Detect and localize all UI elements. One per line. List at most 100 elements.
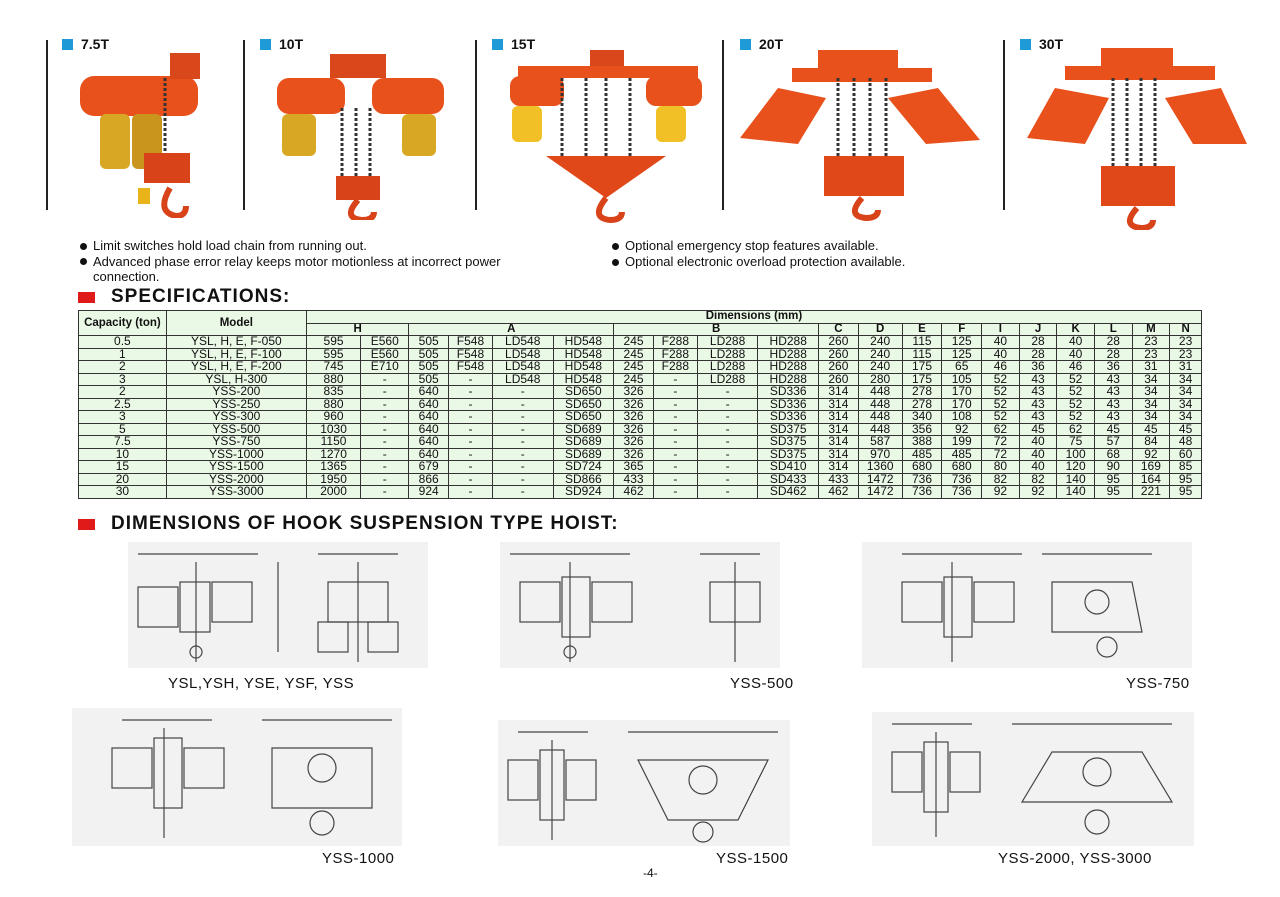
heading-text: SPECIFICATIONS: — [111, 286, 291, 307]
table-cell: SD336 — [757, 385, 820, 399]
table-cell: YSL, H, E, F-100 — [165, 347, 307, 361]
table-cell: 240 — [857, 347, 903, 361]
table-cell: 326 — [613, 447, 654, 461]
table-cell: LD288 — [696, 347, 759, 361]
table-cell: 448 — [857, 397, 903, 411]
table-cell: F288 — [652, 360, 698, 374]
table-cell: 5 — [78, 422, 167, 436]
table-cell: 1472 — [857, 472, 903, 486]
table-cell: 314 — [818, 460, 859, 474]
table-cell: - — [652, 435, 698, 449]
table-cell: 36 — [1093, 360, 1133, 374]
table-cell: SD689 — [552, 447, 615, 461]
table-cell: 680 — [901, 460, 943, 474]
table-cell: SD924 — [552, 485, 615, 499]
table-cell: LD548 — [491, 347, 554, 361]
table-cell: - — [360, 422, 410, 436]
capacity-label-30t: 30T — [1020, 36, 1063, 52]
table-cell: 880 — [305, 397, 362, 411]
table-cell: 199 — [941, 435, 983, 449]
table-cell: 65 — [941, 360, 983, 374]
page-number: -4- — [643, 866, 658, 880]
table-cell: - — [652, 447, 698, 461]
table-cell: 505 — [408, 372, 450, 386]
table-cell: 170 — [941, 397, 983, 411]
table-cell: 970 — [857, 447, 903, 461]
table-cell: 1360 — [857, 460, 903, 474]
blue-square-icon — [492, 38, 503, 50]
table-cell: 46 — [1056, 360, 1095, 374]
specifications-table: Capacity (ton) Model Dimensions (mm) H A… — [78, 310, 1203, 499]
table-cell: YSS-200 — [165, 385, 307, 399]
table-cell: 485 — [901, 447, 943, 461]
table-cell: - — [448, 372, 493, 386]
table-cell: SD650 — [552, 410, 615, 424]
table-cell: LD288 — [696, 372, 759, 386]
table-cell: 170 — [941, 385, 983, 399]
table-cell: 125 — [941, 335, 983, 349]
table-cell: 880 — [305, 372, 362, 386]
table-cell: 924 — [408, 485, 450, 499]
table-cell: 52 — [1056, 410, 1095, 424]
table-cell: 31 — [1131, 360, 1171, 374]
table-cell: LD548 — [491, 360, 554, 374]
table-cell: YSS-2000 — [165, 472, 307, 486]
table-cell: 462 — [818, 485, 859, 499]
table-cell: SD689 — [552, 422, 615, 436]
divider — [475, 40, 477, 210]
table-cell: 95 — [1169, 485, 1202, 499]
table-cell: 680 — [941, 460, 983, 474]
table-cell: SD866 — [552, 472, 615, 486]
table-cell: HD548 — [552, 347, 615, 361]
table-cell: SD724 — [552, 460, 615, 474]
table-cell: 34 — [1169, 410, 1202, 424]
table-cell: 326 — [613, 410, 654, 424]
table-cell: 587 — [857, 435, 903, 449]
table-cell: YSS-1500 — [165, 460, 307, 474]
table-cell: 34 — [1131, 372, 1171, 386]
heading-text: DIMENSIONS OF HOOK SUSPENSION TYPE HOIST… — [111, 513, 619, 534]
table-cell: - — [360, 472, 410, 486]
table-cell: F288 — [652, 347, 698, 361]
table-cell: HD288 — [757, 347, 820, 361]
table-cell: 505 — [408, 335, 450, 349]
header-i: I — [981, 322, 1020, 336]
table-cell: 835 — [305, 385, 362, 399]
capacity-text: 10T — [279, 36, 304, 52]
table-cell: - — [652, 372, 698, 386]
table-cell: 52 — [1056, 372, 1095, 386]
feature-text: Optional electronic overload protection … — [625, 254, 906, 269]
table-cell: - — [652, 410, 698, 424]
table-cell: 245 — [613, 372, 654, 386]
table-cell: 326 — [613, 385, 654, 399]
header-model: Model — [165, 310, 307, 336]
table-cell: - — [448, 385, 493, 399]
table-cell: YSS-750 — [165, 435, 307, 449]
table-cell: 505 — [408, 360, 450, 374]
table-cell: - — [696, 410, 759, 424]
table-cell: 48 — [1169, 435, 1202, 449]
table-cell: 140 — [1056, 485, 1095, 499]
table-cell: 314 — [818, 397, 859, 411]
diagram-yss-750 — [862, 542, 1192, 668]
hoist-photo-20t — [740, 50, 980, 222]
table-cell: 23 — [1169, 347, 1202, 361]
header-l: L — [1093, 322, 1133, 336]
table-cell: 1030 — [305, 422, 362, 436]
table-cell: - — [652, 385, 698, 399]
table-cell: 40 — [1018, 460, 1058, 474]
specifications-heading: SPECIFICATIONS: — [78, 286, 290, 308]
divider — [46, 40, 48, 210]
table-cell: 34 — [1131, 410, 1171, 424]
table-cell: 640 — [408, 410, 450, 424]
table-cell: 278 — [901, 397, 943, 411]
table-cell: 736 — [901, 472, 943, 486]
table-cell: 92 — [1131, 447, 1171, 461]
table-cell: 505 — [408, 347, 450, 361]
bullet-icon — [612, 243, 619, 251]
table-cell: HD548 — [552, 335, 615, 349]
